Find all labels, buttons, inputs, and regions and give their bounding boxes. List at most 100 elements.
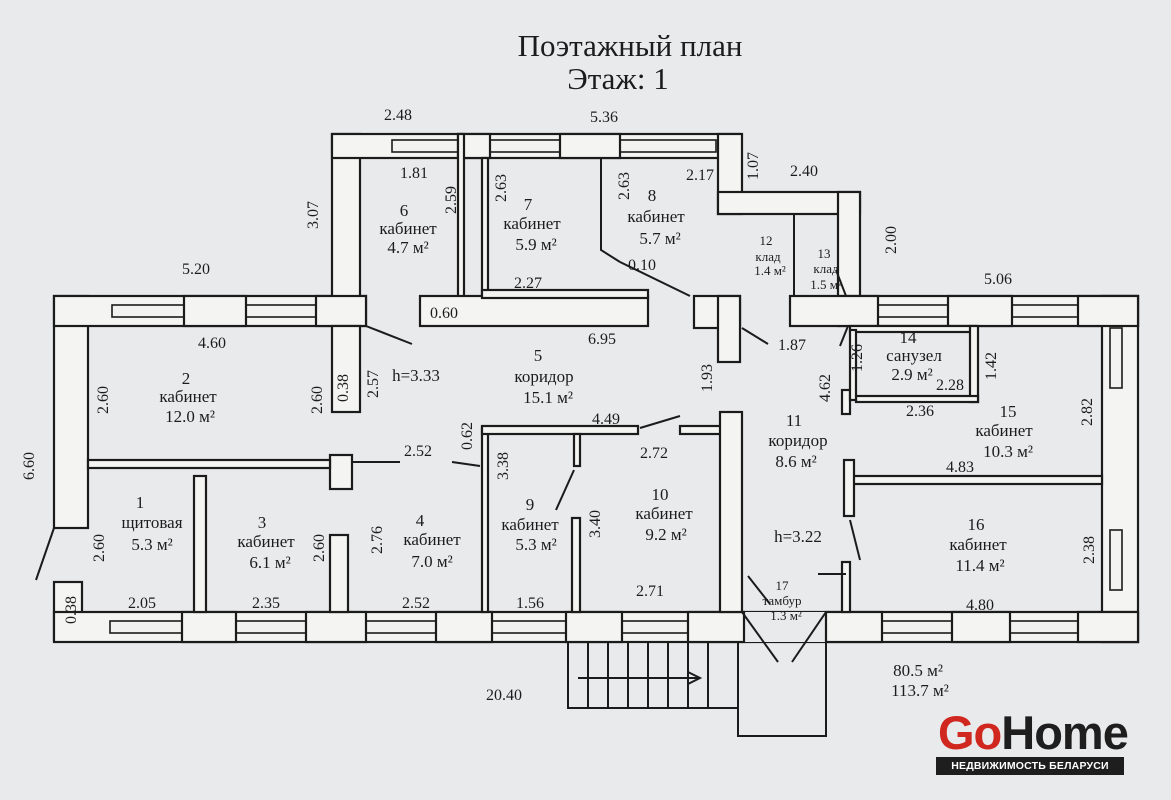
dim-label: 2.00 (883, 226, 900, 254)
dim-label: 2.05 (128, 595, 156, 612)
room-13-area: 1.5 м² (810, 277, 842, 292)
logo-home: Home (1001, 706, 1129, 759)
room-4-area: 7.0 м² (411, 552, 452, 571)
floor-label: Этаж: 1 (567, 61, 668, 96)
dim-label: 4.49 (592, 411, 620, 428)
room-7-name: кабинет (503, 214, 561, 233)
logo-go: Go (938, 706, 1002, 759)
room-5-area: 15.1 м² (523, 388, 573, 407)
room-10-name: кабинет (635, 504, 693, 523)
dim-label: 1.42 (983, 352, 1000, 380)
logo-wordmark: GoHome (938, 706, 1129, 759)
room-17-number: 17 (776, 578, 790, 593)
room-1-area: 5.3 м² (131, 535, 172, 554)
room-10-number: 10 (652, 485, 669, 504)
dim-label: 1.07 (745, 152, 762, 180)
room-7-area: 5.9 м² (515, 235, 556, 254)
room-11-area: 8.6 м² (775, 452, 816, 471)
room-5-number: 5 (534, 346, 543, 365)
room-17-name: тамбур (763, 593, 802, 608)
dim-label: 2.38 (1081, 536, 1098, 564)
dim-label: 2.82 (1079, 398, 1096, 426)
dim-label: 2.63 (616, 172, 633, 200)
total-area-main: 80.5 м² (893, 661, 943, 680)
room-labels: 6 кабинет 4.7 м² 7 кабинет 5.9 м² 8 каби… (121, 186, 1033, 623)
dim-label: 1.56 (516, 595, 544, 612)
dim-label: 1.87 (778, 337, 806, 354)
room-4-number: 4 (416, 511, 425, 530)
dim-label: 20.40 (486, 687, 522, 704)
logo-tagline: НЕДВИЖИМОСТЬ БЕЛАРУСИ (936, 757, 1124, 775)
room-9-area: 5.3 м² (515, 535, 556, 554)
dim-label: 2.60 (309, 386, 326, 414)
room-6-area: 4.7 м² (387, 238, 428, 257)
dim-label: 3.07 (305, 201, 322, 229)
room-3-area: 6.1 м² (249, 553, 290, 572)
room-14-name: санузел (886, 346, 942, 365)
dim-label: 2.60 (311, 534, 328, 562)
dim-label: 0.60 (430, 305, 458, 322)
room-8-number: 8 (648, 186, 657, 205)
room-13-number: 13 (818, 246, 831, 261)
dim-label: 2.76 (369, 526, 386, 554)
dim-label: 0.38 (63, 596, 80, 624)
dim-label: 5.36 (590, 109, 618, 126)
room-13-name: клад (813, 261, 839, 276)
dim-label: 2.60 (91, 534, 108, 562)
dim-label: 6.95 (588, 331, 616, 348)
gohome-logo: GoHome НЕДВИЖИМОСТЬ БЕЛАРУСИ (936, 706, 1129, 775)
dim-label: 1.93 (699, 364, 716, 392)
dim-label: 4.83 (946, 459, 974, 476)
dim-label: 6.60 (21, 452, 38, 480)
dim-label: 2.52 (404, 443, 432, 460)
dim-label: 2.17 (686, 167, 714, 184)
room-16-area: 11.4 м² (955, 556, 1004, 575)
room-1-name: щитовая (121, 513, 182, 532)
height-corridor-11: h=3.22 (774, 527, 822, 546)
dim-label: 2.36 (906, 403, 934, 420)
dim-label: 2.57 (365, 370, 382, 398)
dim-label: 2.60 (95, 386, 112, 414)
room-16-name: кабинет (949, 535, 1007, 554)
dim-label: 2.63 (493, 174, 510, 202)
dim-label: 3.38 (495, 452, 512, 480)
room-15-area: 10.3 м² (983, 442, 1033, 461)
dim-label: 2.35 (252, 595, 280, 612)
dim-label: 2.52 (402, 595, 430, 612)
height-corridor-5: h=3.33 (392, 366, 440, 385)
room-6-number: 6 (400, 201, 409, 220)
room-2-name: кабинет (159, 387, 217, 406)
dim-label: 0.10 (628, 257, 656, 274)
room-14-number: 14 (900, 328, 918, 347)
room-7-number: 7 (524, 195, 533, 214)
room-2-area: 12.0 м² (165, 407, 215, 426)
dim-label: 4.62 (817, 374, 834, 402)
room-17-area: 1.3 м² (770, 608, 802, 623)
room-9-number: 9 (526, 495, 535, 514)
dim-label: 2.40 (790, 163, 818, 180)
room-12-area: 1.4 м² (754, 263, 786, 278)
room-3-name: кабинет (237, 532, 295, 551)
room-12-number: 12 (760, 233, 773, 248)
dim-label: 4.80 (966, 597, 994, 614)
room-15-name: кабинет (975, 421, 1033, 440)
dim-label: 2.28 (936, 377, 964, 394)
room-9-name: кабинет (501, 515, 559, 534)
plan-title: Поэтажный план (518, 28, 743, 63)
dim-label: 5.06 (984, 271, 1012, 288)
dim-label: 2.59 (443, 186, 460, 214)
dim-label: 3.40 (587, 510, 604, 538)
dim-label: 4.60 (198, 335, 226, 352)
interior-walls (35, 132, 1104, 737)
room-1-number: 1 (136, 493, 145, 512)
room-12-name: клад (755, 249, 781, 264)
dim-label: 2.48 (384, 107, 412, 124)
room-10-area: 9.2 м² (645, 525, 686, 544)
dim-label: 0.38 (335, 374, 352, 402)
room-5-name: коридор (514, 367, 573, 386)
room-8-area: 5.7 м² (639, 229, 680, 248)
room-16-number: 16 (968, 515, 985, 534)
room-8-name: кабинет (627, 207, 685, 226)
wall-piers (180, 132, 1140, 644)
